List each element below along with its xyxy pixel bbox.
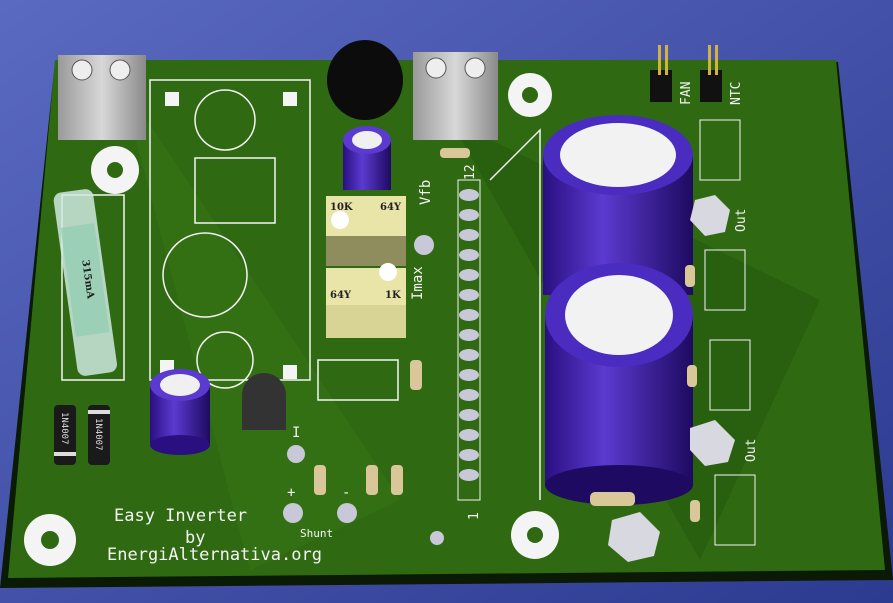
board-by: by [185,528,205,548]
black-component [327,40,403,120]
out-label-2: Out [744,439,759,462]
ic-socket-pins [457,179,481,501]
trimmer-1-code: 64Y [380,202,402,213]
imax-label: Imax [410,266,426,300]
pin-12-label: 12 [463,164,478,180]
ntc-label: NTC [729,82,744,105]
transistor [242,373,286,430]
trimmer-2-value: 1K [385,290,401,301]
fan-header [650,45,672,102]
ntc-header [700,45,722,102]
fuse-label: 315mA [79,259,95,300]
mounting-hole-icons [24,73,559,566]
diode-2: 1N4007 [88,405,110,465]
out-label-1: Out [734,209,749,232]
small-capacitor-bottom [150,369,210,455]
diode-1-label: 1N4007 [59,412,69,445]
board-title: Easy Inverter [114,506,247,526]
diode-2-label: 1N4007 [93,418,103,451]
large-capacitor-top [543,115,693,295]
vfb-label: Vfb [418,180,434,205]
shunt-label: Shunt [300,527,333,540]
terminal-block-center [413,52,498,140]
trimmer-10k: 10K 64Y [326,196,406,266]
trimmer-1-value: 10K [330,202,353,213]
current-label: I [292,425,300,441]
fuse: 315mA [53,189,117,376]
small-capacitor-top [343,126,391,190]
output-pads [608,119,756,562]
pads [283,235,444,545]
trimmer-2-code: 64Y [330,290,352,301]
diode-1: 1N4007 [54,405,76,465]
board-site: EnergiAlternativa.org [107,545,322,565]
pin-1-label: 1 [467,512,482,520]
trimmer-1k: 64Y 1K [326,263,406,338]
silkscreen-outlines [61,79,541,500]
large-capacitor-bottom [545,263,693,505]
plus-label: + [287,485,295,501]
resistors [314,148,700,522]
minus-label: - [342,485,350,501]
fan-label: FAN [679,82,694,105]
terminal-block-left [58,55,146,140]
